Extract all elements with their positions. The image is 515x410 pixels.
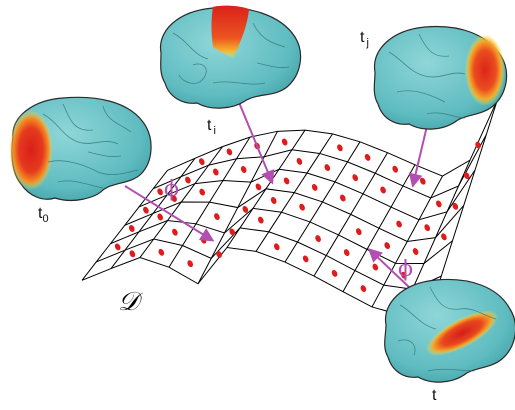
label-t0: t0: [38, 205, 49, 225]
activation-region: [9, 110, 53, 190]
phi-label-left: ϕ: [164, 177, 179, 202]
manifold-label: 𝒟: [118, 287, 143, 317]
phi-label-right: ϕ: [398, 257, 413, 282]
brain-t0: [9, 97, 151, 200]
brain-t: [385, 279, 515, 382]
activation-region: [465, 34, 505, 106]
brain-tj: [374, 26, 506, 129]
brain-ti: [161, 6, 301, 108]
label-t: t: [432, 387, 437, 404]
